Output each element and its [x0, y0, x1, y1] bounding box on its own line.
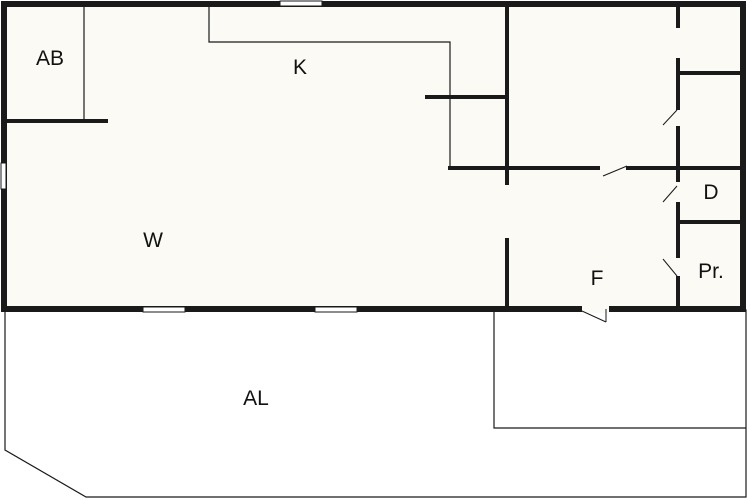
room-label-ab: AB [36, 47, 64, 70]
room-label-k: K [293, 56, 307, 79]
door-corridor-leaf [602, 165, 628, 177]
terrace-outline [4, 309, 747, 498]
window-bottom-left [142, 306, 186, 313]
terrace-inner-outline [493, 310, 746, 429]
room-label-w: W [143, 229, 163, 252]
door-pr-leaf [662, 258, 678, 277]
room-label-al: AL [243, 387, 269, 410]
windows [0, 0, 358, 313]
room-label-pr: Pr. [698, 260, 724, 283]
doors [581, 109, 678, 323]
walls [1, 1, 746, 312]
room-labels: AB K W D Pr. F AL [36, 47, 724, 410]
door-upper-right-leaf [662, 109, 678, 126]
room-label-d: D [703, 181, 718, 204]
outer-wall [1, 1, 746, 312]
house-floor [4, 4, 743, 309]
door-front-gap [582, 305, 609, 313]
house-floor-fill [4, 4, 743, 309]
interior-lines [83, 4, 451, 168]
window-bottom-mid [314, 306, 358, 313]
window-left [0, 162, 7, 190]
room-label-f: F [591, 267, 604, 290]
kitchen-counter-outline [208, 4, 451, 168]
terrace-area [4, 309, 747, 498]
window-top [279, 0, 323, 7]
door-d-leaf [662, 185, 678, 203]
door-front-leaf [581, 310, 607, 323]
